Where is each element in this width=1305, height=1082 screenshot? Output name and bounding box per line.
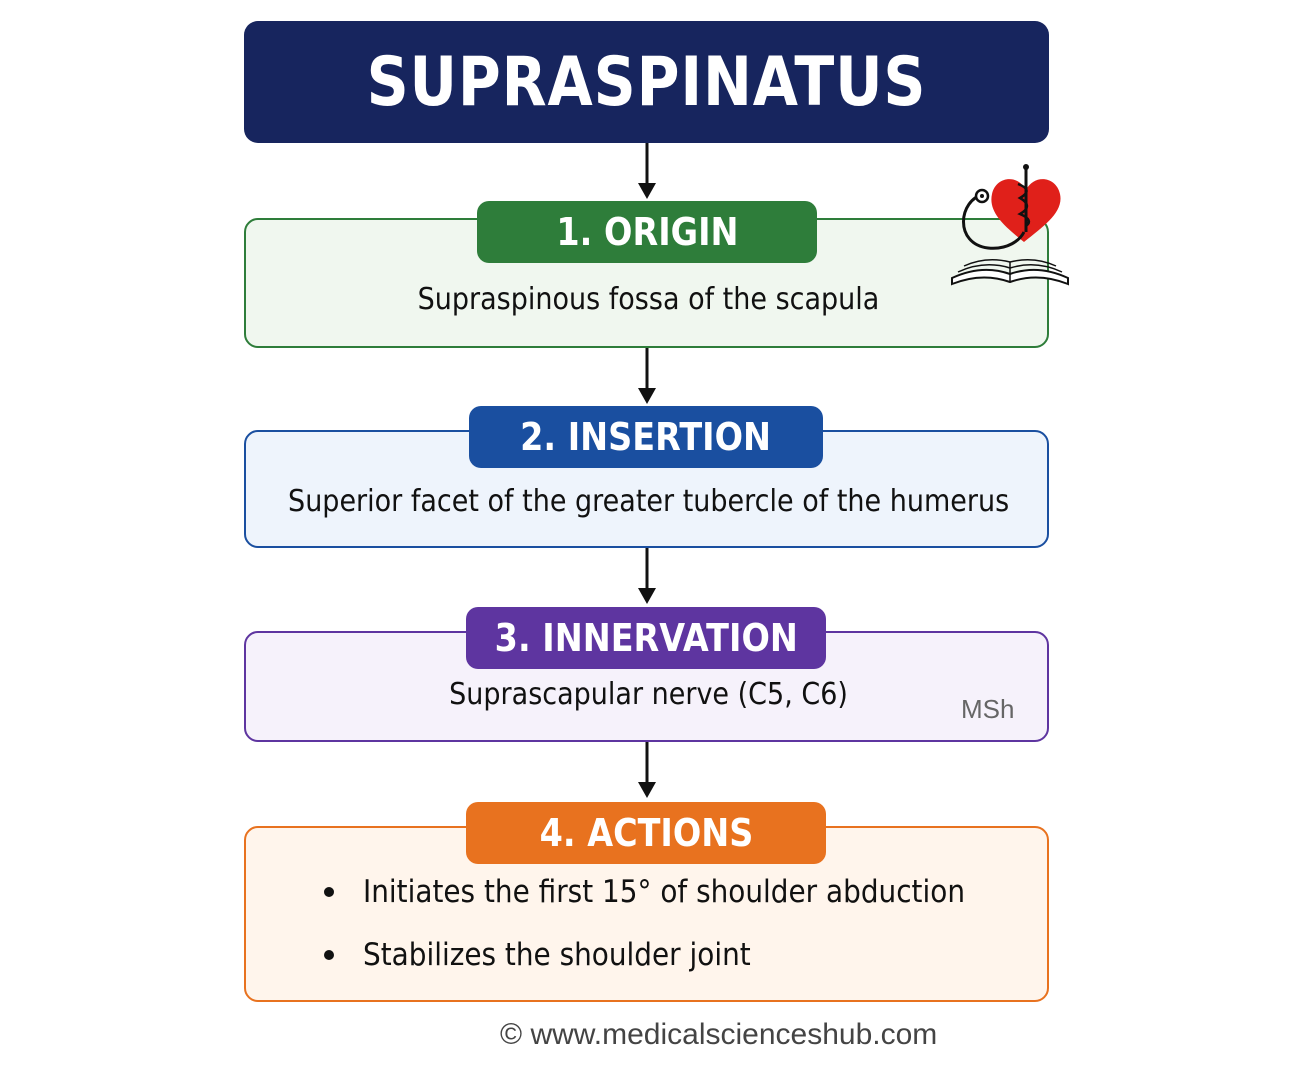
- title-banner: SUPRASPINATUS: [244, 21, 1049, 143]
- origin-text: Supraspinous fossa of the scapula: [417, 282, 880, 317]
- arrow-down-icon: [638, 143, 656, 199]
- actions-heading: 4. ACTIONS: [466, 802, 826, 864]
- arrow-down-icon: [638, 742, 656, 798]
- innervation-text: Suprascapular nerve (C5, C6): [449, 677, 848, 712]
- arrow-down-icon: [638, 548, 656, 604]
- insertion-text: Superior facet of the greater tubercle o…: [287, 484, 1010, 519]
- action-bullet-item: Initiates the first 15° of shoulder abdu…: [324, 874, 1032, 910]
- origin-heading: 1. ORIGIN: [477, 201, 817, 263]
- bullet-icon: [324, 950, 334, 960]
- arrow-down-icon: [638, 348, 656, 404]
- diagram-title: SUPRASPINATUS: [366, 42, 927, 122]
- innervation-heading: 3. INNERVATION: [466, 607, 826, 669]
- copyright-footer: © www.medicalscienceshub.com: [500, 1018, 938, 1051]
- bullet-icon: [324, 887, 334, 897]
- insertion-panel: Superior facet of the greater tubercle o…: [244, 430, 1049, 548]
- action-bullet-item: Stabilizes the shoulder joint: [324, 937, 794, 973]
- insertion-heading: 2. INSERTION: [469, 406, 823, 468]
- heart-caduceus-stethoscope-book-logo: [951, 164, 1069, 286]
- watermark: MSh: [961, 694, 1015, 724]
- action-bullet-text: Stabilizes the shoulder joint: [363, 937, 751, 973]
- action-bullet-text: Initiates the first 15° of shoulder abdu…: [363, 874, 966, 910]
